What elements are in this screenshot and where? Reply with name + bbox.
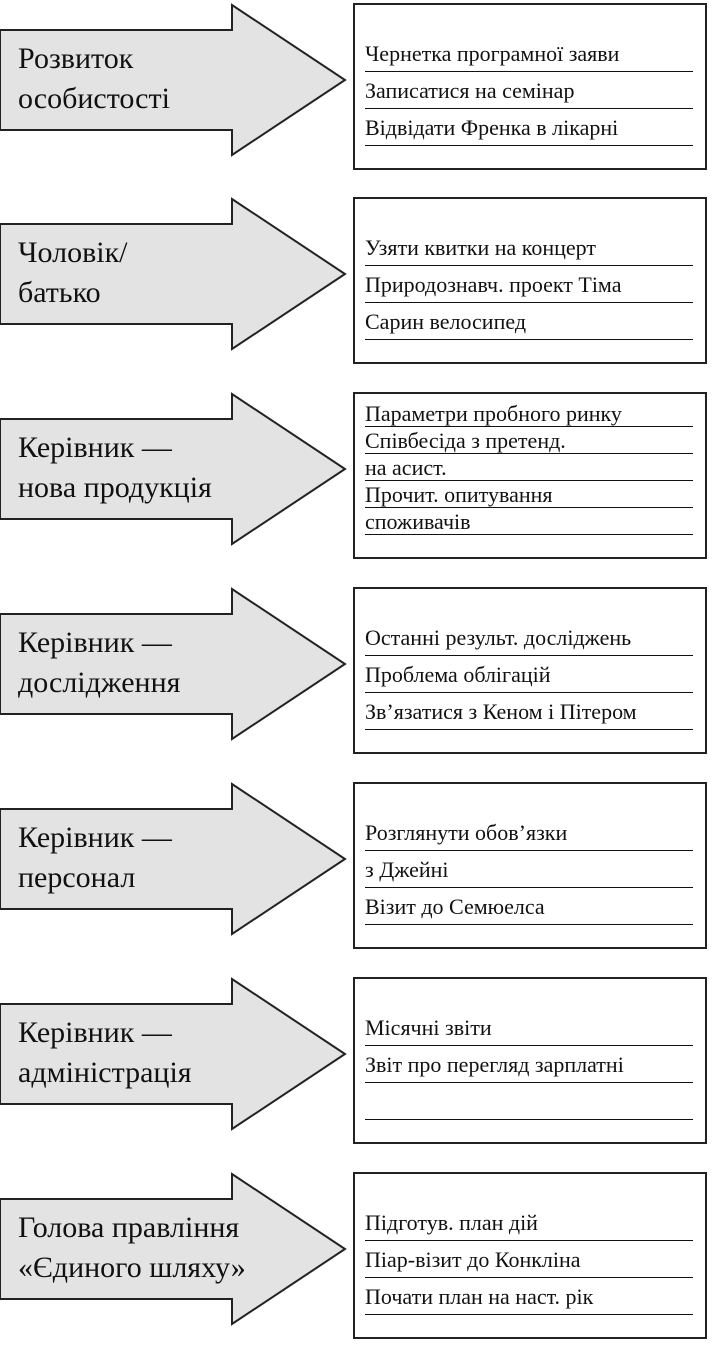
role-label: Керівник — адміністрація — [18, 1013, 192, 1093]
task-line: Почати план на наст. рік — [365, 1278, 693, 1315]
task-line: Піар-візит до Конкліна — [365, 1241, 693, 1278]
task-line: Підготув. план дій — [365, 1204, 693, 1241]
task-line: Розглянути обов’язки — [365, 814, 693, 851]
role-label-line: Чоловік/ — [18, 236, 128, 269]
role-label-line: особистості — [18, 82, 170, 115]
role-label: Чоловік/батько — [18, 233, 127, 313]
task-line: Записатися на семінар — [365, 72, 693, 109]
role-label-line: Голова правління — [18, 1211, 240, 1244]
task-line: Місячні звіти — [365, 1009, 693, 1046]
role-row: Розвиток особистості Чернетка програмної … — [0, 3, 714, 198]
role-label: Керівник — персонал — [18, 818, 172, 898]
task-line: Відвідати Френка в лікарні — [365, 109, 693, 146]
task-line: Узяти квитки на концерт — [365, 229, 693, 266]
arrow-shape — [0, 587, 347, 741]
role-label: Керівник — нова продукція — [18, 428, 212, 508]
arrow-shape — [0, 1172, 347, 1326]
role-label-line: батько — [18, 276, 101, 309]
task-line: Проблема облігацій — [365, 656, 693, 693]
task-line: на асист. — [365, 454, 693, 481]
role-label: Голова правління «Єдиного шляху» — [18, 1208, 246, 1288]
task-line: Параметри пробного ринку — [365, 400, 693, 427]
task-line — [365, 1083, 693, 1120]
task-line: Чернетка програмної заяви — [365, 35, 693, 72]
task-line: Останні результ. досліджень — [365, 619, 693, 656]
role-row: Голова правління «Єдиного шляху» Підготув… — [0, 1172, 714, 1367]
arrow-shape — [0, 197, 347, 351]
role-label-line: Керівник — — [18, 1016, 172, 1049]
arrow-shape — [0, 977, 347, 1131]
task-line: Природознавч. проект Тіма — [365, 266, 693, 303]
role-label-line: Керівник — — [18, 431, 172, 464]
task-line: споживачів — [365, 508, 693, 535]
task-line: Співбесіда з претенд. — [365, 427, 693, 454]
role-label-line: Керівник — — [18, 626, 172, 659]
role-label-line: Розвиток — [18, 42, 134, 75]
task-line: Сарин велосипед — [365, 303, 693, 340]
arrow-shape — [0, 3, 347, 157]
role-label-line: «Єдиного шляху» — [18, 1251, 246, 1284]
task-line: Звіт про перегляд зарплатні — [365, 1046, 693, 1083]
role-label-line: нова продукція — [18, 471, 212, 504]
role-row: Керівник — дослідження Останні результ. д… — [0, 587, 714, 782]
task-line: Візит до Семюелса — [365, 888, 693, 925]
role-label-line: адміністрація — [18, 1056, 192, 1089]
task-line: Прочит. опитування — [365, 481, 693, 508]
task-line: Зв’язатися з Кеном і Пітером — [365, 693, 693, 730]
role-label-line: персонал — [18, 861, 136, 894]
role-label-line: дослідження — [18, 666, 181, 699]
role-label: Розвиток особистості — [18, 39, 170, 119]
arrow-shape — [0, 392, 347, 546]
task-line: з Джейні — [365, 851, 693, 888]
role-label-line: Керівник — — [18, 821, 172, 854]
role-label: Керівник — дослідження — [18, 623, 180, 703]
arrow-shape — [0, 782, 347, 936]
role-row: Керівник — нова продукція Параметри пробн… — [0, 392, 714, 587]
